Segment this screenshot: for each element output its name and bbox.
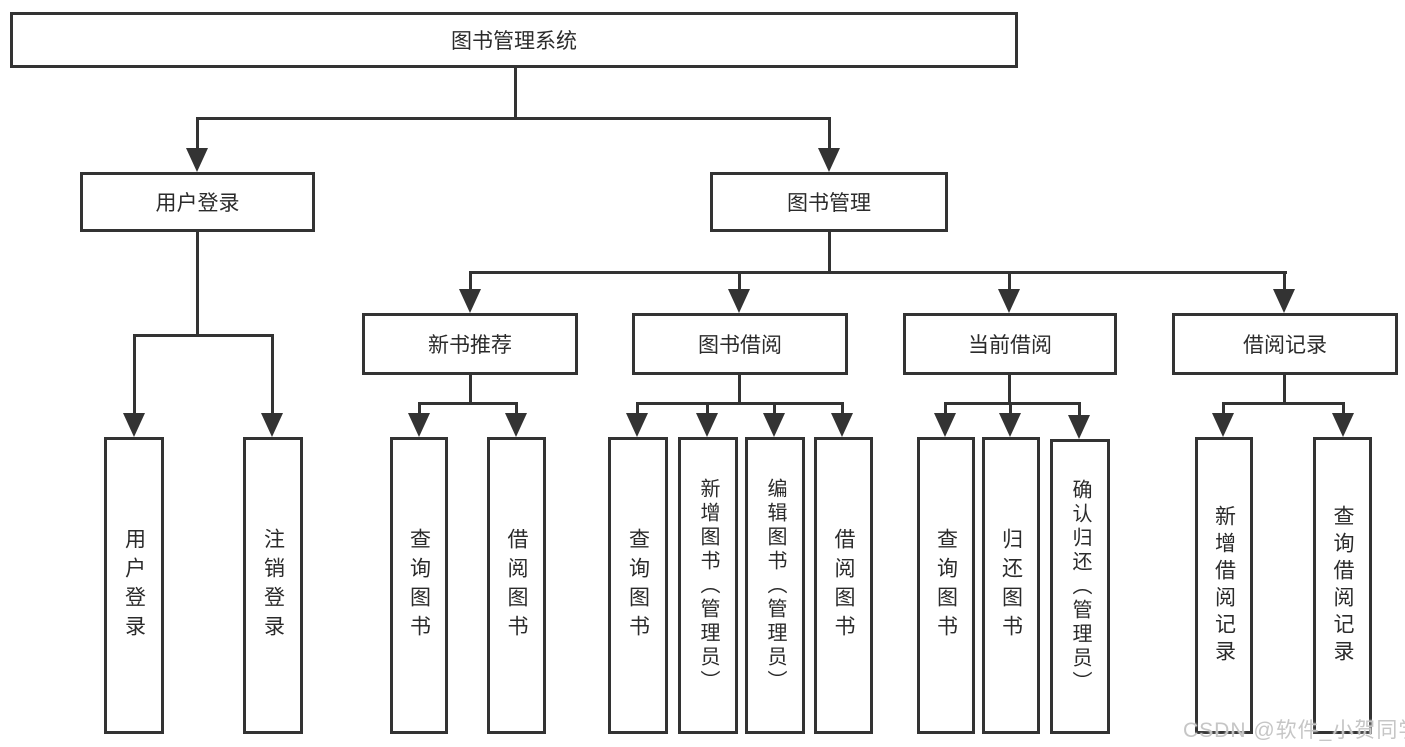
arrow-down-icon: [261, 413, 283, 437]
connector-level2-rail: [196, 117, 831, 120]
leaf-cb-confirm: 确认归还（管理员）: [1050, 439, 1110, 734]
connector-current-borrow-stem: [1008, 375, 1011, 405]
node-user-login-label: 用户登录: [155, 192, 240, 215]
arrow-down-icon: [831, 413, 853, 437]
leaf-cb-return: 归还图书: [982, 437, 1040, 734]
arrow-down-icon: [696, 413, 718, 437]
leaf-rec-query-label: 查询图书: [407, 527, 431, 644]
connector-book-borrow-rail: [636, 402, 844, 405]
connector-leaf-drop: [773, 402, 776, 415]
node-current-borrow-label: 当前借阅: [968, 334, 1052, 357]
leaf-user-login: 用户登录: [104, 437, 164, 734]
arrow-down-icon: [728, 289, 750, 313]
connector-leaf-drop: [841, 402, 844, 415]
arrow-down-icon: [505, 413, 527, 437]
connector-user-login-rail: [133, 334, 274, 337]
leaf-br-add-label: 新增借阅记录: [1212, 504, 1236, 667]
node-root-label: 图书管理系统: [451, 30, 577, 53]
arrow-down-icon: [1273, 289, 1295, 313]
arrow-down-icon: [763, 413, 785, 437]
leaf-cb-query-label: 查询图书: [934, 527, 958, 644]
connector-book-borrow-stem: [738, 375, 741, 405]
arrow-down-icon: [998, 289, 1020, 313]
node-book-mgmt-label: 图书管理: [787, 192, 871, 215]
connector-leaf-drop: [1078, 402, 1081, 415]
leaf-bb-add-label: 新增图书（管理员）: [697, 477, 719, 694]
arrow-down-icon: [1068, 415, 1090, 439]
leaf-logout: 注销登录: [243, 437, 303, 734]
node-new-book-rec: 新书推荐: [362, 313, 578, 375]
connector-user-login-stem: [196, 232, 199, 337]
arrow-down-icon: [934, 413, 956, 437]
leaf-bb-edit-label: 编辑图书（管理员）: [764, 477, 786, 694]
arrow-down-icon: [459, 289, 481, 313]
connector-leaf-drop: [1222, 402, 1225, 415]
connector-leaf-drop: [1009, 402, 1012, 415]
connector-leaf-drop: [706, 402, 709, 415]
arrow-down-icon: [999, 413, 1021, 437]
leaf-user-login-label: 用户登录: [122, 527, 146, 644]
connector-user-login-drop: [196, 117, 199, 153]
connector-level3-rail: [469, 271, 1287, 274]
node-current-borrow: 当前借阅: [903, 313, 1117, 375]
arrow-down-icon: [186, 148, 208, 172]
csdn-watermark: CSDN @软件_小贺同学: [1183, 719, 1405, 742]
leaf-bb-borrow: 借阅图书: [814, 437, 873, 734]
arrow-down-icon: [123, 413, 145, 437]
connector-borrow-record-drop: [1283, 271, 1286, 293]
connector-book-mgmt-stem: [828, 232, 831, 274]
connector-current-borrow-rail: [944, 402, 1081, 405]
leaf-rec-borrow: 借阅图书: [487, 437, 546, 734]
connector-current-borrow-drop: [1008, 271, 1011, 293]
connector-new-book-rec-rail: [418, 402, 517, 405]
leaf-bb-query: 查询图书: [608, 437, 668, 734]
leaf-cb-query: 查询图书: [917, 437, 975, 734]
leaf-rec-query: 查询图书: [390, 437, 448, 734]
node-book-mgmt: 图书管理: [710, 172, 948, 232]
connector-root-stem: [514, 68, 517, 120]
node-root: 图书管理系统: [10, 12, 1018, 68]
leaf-bb-add: 新增图书（管理员）: [678, 437, 738, 734]
node-new-book-rec-label: 新书推荐: [428, 334, 512, 357]
leaf-bb-query-label: 查询图书: [626, 527, 650, 644]
leaf-br-query: 查询借阅记录: [1313, 437, 1372, 734]
connector-leaf-logout-drop: [271, 334, 274, 415]
node-book-borrow-label: 图书借阅: [698, 334, 782, 357]
connector-borrow-record-stem: [1283, 375, 1286, 405]
leaf-bb-edit: 编辑图书（管理员）: [745, 437, 805, 734]
leaf-br-add: 新增借阅记录: [1195, 437, 1253, 734]
leaf-br-query-label: 查询借阅记录: [1331, 504, 1354, 667]
leaf-bb-borrow-label: 借阅图书: [832, 527, 855, 644]
node-user-login: 用户登录: [80, 172, 315, 232]
connector-leaf-drop: [515, 402, 518, 415]
node-borrow-record: 借阅记录: [1172, 313, 1398, 375]
connector-new-book-rec-stem: [469, 375, 472, 405]
arrow-down-icon: [408, 413, 430, 437]
connector-leaf-drop: [636, 402, 639, 415]
connector-book-borrow-drop: [738, 271, 741, 293]
arrow-down-icon: [1332, 413, 1354, 437]
connector-book-mgmt-drop: [828, 117, 831, 153]
connector-leaf-drop: [418, 402, 421, 415]
connector-new-book-rec-drop: [469, 271, 472, 293]
connector-leaf-user-login-drop: [133, 334, 136, 415]
arrow-down-icon: [818, 148, 840, 172]
connector-borrow-record-rail: [1222, 402, 1344, 405]
connector-leaf-drop: [944, 402, 947, 415]
leaf-logout-label: 注销登录: [261, 527, 285, 644]
leaf-cb-return-label: 归还图书: [999, 527, 1023, 644]
leaf-rec-borrow-label: 借阅图书: [505, 527, 528, 644]
node-book-borrow: 图书借阅: [632, 313, 848, 375]
connector-leaf-drop: [1342, 402, 1345, 415]
arrow-down-icon: [626, 413, 648, 437]
node-borrow-record-label: 借阅记录: [1243, 334, 1327, 357]
arrow-down-icon: [1212, 413, 1234, 437]
leaf-cb-confirm-label: 确认归还（管理员）: [1069, 478, 1091, 695]
